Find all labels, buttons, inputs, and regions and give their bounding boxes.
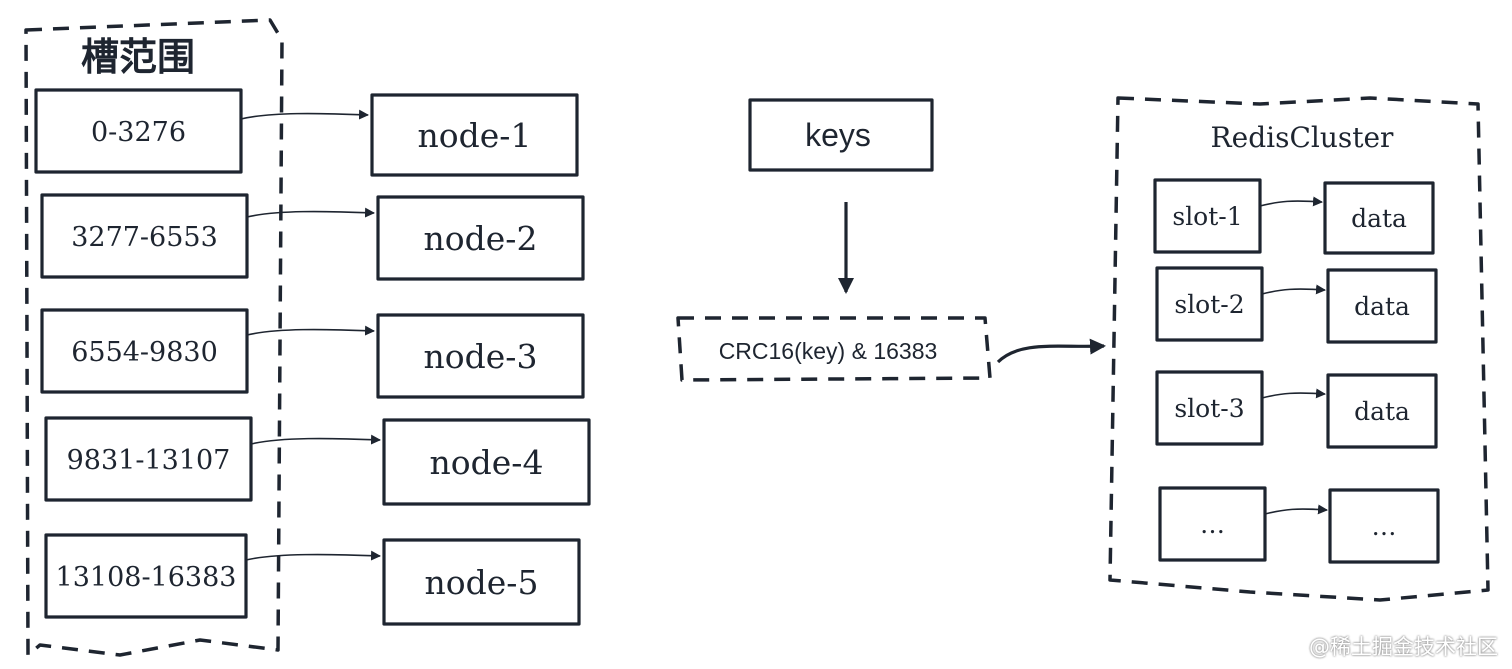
node-label: node-5 [425, 563, 539, 602]
slot-label: slot-3 [1174, 394, 1244, 423]
slot-range-group: 槽范围 [24, 18, 284, 657]
slot-to-data-arrow [1259, 196, 1323, 207]
data-label: … [1372, 512, 1397, 541]
data-label: data [1354, 397, 1410, 426]
node-box [382, 538, 581, 626]
range-box [34, 88, 243, 174]
slot-label: slot-2 [1174, 290, 1244, 319]
range-to-node-arrow [250, 434, 381, 445]
data-box [1326, 373, 1438, 449]
data-box [1328, 488, 1440, 564]
range-row: 13108-16383 node-5 [44, 533, 581, 626]
range-to-node-arrow [246, 207, 375, 218]
node-box [382, 418, 591, 506]
node-label: node-3 [424, 337, 538, 376]
slot-box [1158, 486, 1267, 562]
cluster-row: slot-3 data [1155, 370, 1438, 449]
range-row: 6554-9830 node-3 [40, 308, 585, 399]
range-box [40, 308, 249, 394]
range-label: 6554-9830 [71, 337, 218, 368]
range-row: 9831-13107 node-4 [44, 416, 591, 506]
hash-formula-label: CRC16(key) & 16383 [719, 338, 938, 364]
range-label: 9831-13107 [67, 445, 231, 476]
range-label: 3277-6553 [71, 222, 218, 253]
cluster-row: slot-2 data [1155, 266, 1438, 344]
range-row: 0-3276 node-1 [34, 88, 579, 177]
data-label: data [1351, 204, 1407, 233]
slot-label: slot-1 [1172, 202, 1242, 231]
data-label: data [1354, 292, 1410, 321]
node-label: node-4 [430, 443, 544, 482]
hash-formula-box: CRC16(key) & 16383 [676, 316, 992, 382]
slot-to-data-arrow [1261, 388, 1326, 399]
redis-cluster-group: RedisCluster [1108, 96, 1490, 602]
slot-box [1155, 370, 1264, 446]
slot-box [1153, 178, 1262, 254]
range-box [40, 193, 249, 279]
keys-box: keys [748, 98, 934, 172]
redis-cluster-title: RedisCluster [1211, 121, 1395, 154]
data-box [1326, 268, 1438, 344]
node-label: node-1 [418, 116, 532, 155]
node-label: node-2 [424, 219, 538, 258]
slot-to-data-arrow [1264, 504, 1328, 515]
data-box [1323, 181, 1435, 255]
range-to-node-arrow [246, 325, 375, 336]
node-box [370, 93, 579, 177]
range-label: 0-3276 [91, 117, 186, 148]
range-label: 13108-16383 [56, 562, 237, 593]
range-box [44, 533, 248, 619]
range-row: 3277-6553 node-2 [40, 193, 585, 281]
range-to-node-arrow [240, 109, 369, 120]
hash-to-cluster-arrow [996, 338, 1106, 364]
node-box [376, 313, 585, 399]
watermark: @稀土掘金技术社区 [1309, 635, 1498, 659]
keys-label: keys [805, 117, 871, 153]
cluster-row: …… [1158, 486, 1440, 564]
slot-box [1155, 266, 1264, 342]
range-box [44, 416, 253, 502]
cluster-row: slot-1 data [1153, 178, 1435, 255]
slot-label: … [1200, 510, 1225, 539]
slot-range-title: 槽范围 [81, 37, 195, 79]
node-box [376, 195, 585, 281]
range-to-node-arrow [245, 550, 381, 561]
slot-to-data-arrow [1261, 284, 1326, 295]
